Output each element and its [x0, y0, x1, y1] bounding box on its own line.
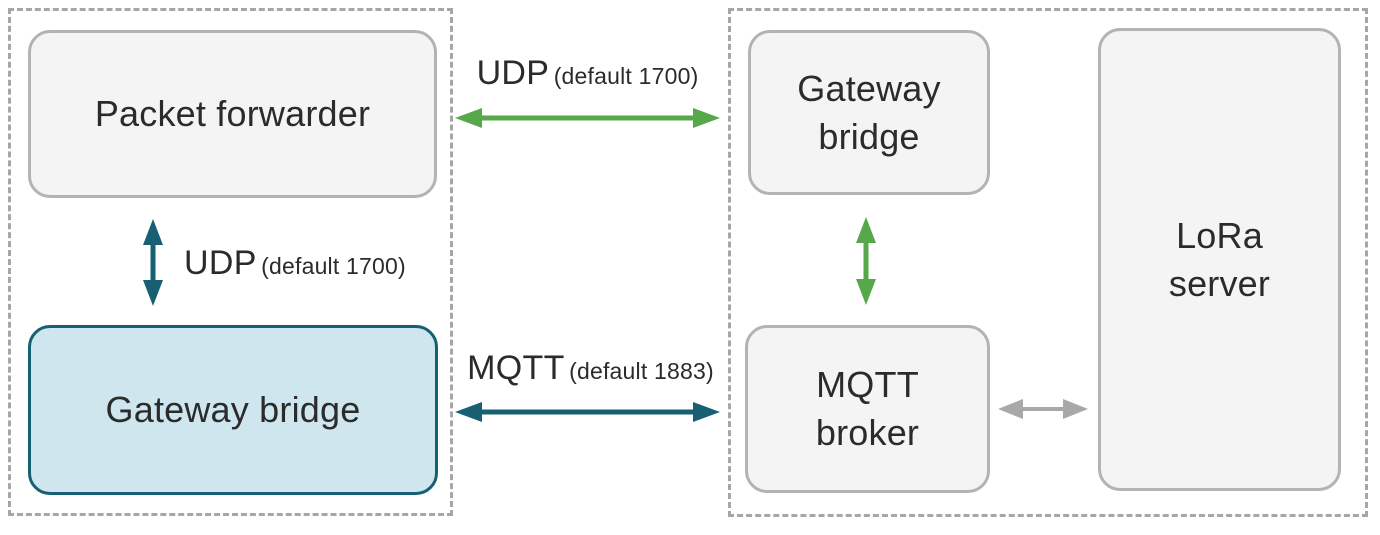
mqtt-broker-label: MQTT broker: [815, 364, 920, 453]
gateway-bridge-mqtt-double-arrow: [856, 217, 876, 305]
mqtt-lora-double-arrow: [998, 399, 1088, 419]
mqtt-broker-node: MQTT broker: [745, 325, 990, 493]
lora-server-label: LoRa server: [1168, 214, 1271, 304]
gateway-bridge-local-label: Gateway bridge: [105, 389, 361, 431]
udp-top-double-arrow: [455, 108, 720, 128]
mqtt-double-arrow: [455, 402, 720, 422]
gateway-bridge-node-server: Gateway bridge: [748, 30, 990, 195]
gateway-bridge-node-local: Gateway bridge: [28, 325, 438, 495]
mqtt-link-label: MQTT (default 1883): [448, 349, 733, 388]
udp-left-port: (default 1700): [261, 253, 406, 279]
lora-server-node: LoRa server: [1098, 28, 1341, 491]
udp-top-port: (default 1700): [553, 63, 699, 89]
packet-forwarder-node: Packet forwarder: [28, 30, 437, 198]
udp-top-protocol: UDP: [476, 54, 550, 92]
udp-left-double-arrow: [143, 219, 163, 306]
gateway-bridge-server-label: Gateway bridge: [797, 67, 941, 157]
mqtt-port: (default 1883): [569, 358, 714, 384]
packet-forwarder-label: Packet forwarder: [94, 93, 371, 135]
mqtt-protocol: MQTT: [467, 349, 565, 387]
udp-top-link-label: UDP (default 1700): [455, 54, 720, 93]
udp-left-protocol: UDP: [184, 244, 257, 282]
udp-left-link-label: UDP (default 1700): [184, 244, 406, 283]
